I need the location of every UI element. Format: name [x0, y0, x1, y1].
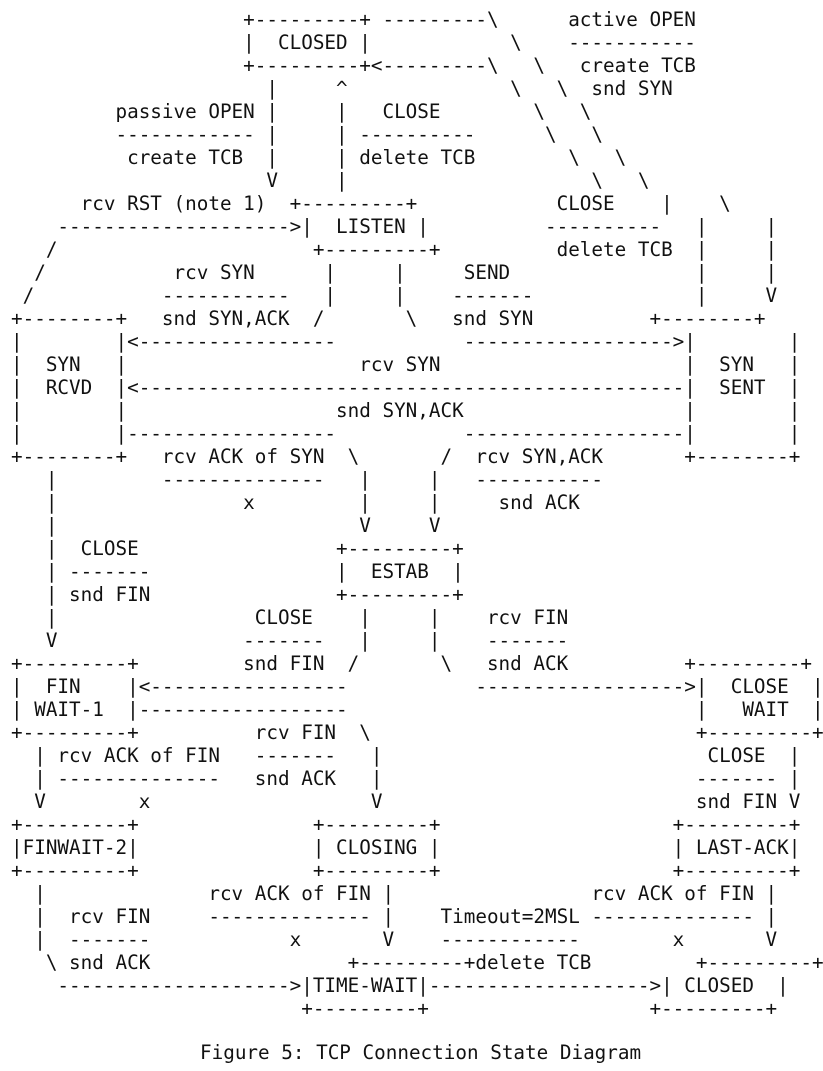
diagram-line: | -------------- snd ACK | ------- |: [11, 767, 801, 790]
diagram-line: +---------+ +---------+ +---------+: [11, 813, 801, 836]
diagram-line: +---------+ rcv FIN \ +---------+: [11, 721, 823, 744]
diagram-line: | snd FIN +---------+: [11, 583, 464, 606]
diagram-line: | rcv FIN -------------- | Timeout=2MSL …: [11, 905, 778, 928]
diagram-line: | CLOSED | \ -----------: [11, 31, 696, 54]
diagram-line: | rcv ACK of FIN ------- | CLOSE |: [11, 744, 801, 767]
diagram-line: +---------+ +---------+ +---------+: [11, 859, 801, 882]
diagram-line: / +---------+ delete TCB | |: [11, 238, 778, 261]
diagram-line: +---------+ +---------+: [11, 997, 778, 1020]
figure-caption: Figure 5: TCP Connection State Diagram: [200, 1041, 642, 1064]
diagram-line: V | \ \: [11, 169, 650, 192]
diagram-line: -------------------->|TIME-WAIT|--------…: [11, 974, 789, 997]
diagram-line: +---------+ ---------\ active OPEN: [11, 8, 696, 31]
diagram-line: | ------- x V ------------ x V: [11, 928, 778, 951]
diagram-line: | V V: [11, 514, 441, 537]
diagram-line: \ snd ACK +---------+delete TCB +-------…: [11, 951, 823, 974]
diagram-line: ------------ | | ---------- \ \: [11, 123, 604, 146]
diagram-line: create TCB | | delete TCB \ \: [11, 146, 627, 169]
diagram-line: |FINWAIT-2| | CLOSING | | LAST-ACK|: [11, 836, 801, 859]
diagram-line: | RCVD |<-------------------------------…: [11, 376, 801, 399]
diagram-line: | |------------------ ------------------…: [11, 422, 801, 445]
diagram-line: | CLOSE | | rcv FIN: [11, 606, 569, 629]
diagram-line: -------------------->| LISTEN | --------…: [11, 215, 778, 238]
diagram-line: | SYN | rcv SYN | SYN |: [11, 353, 801, 376]
diagram-line: | | snd SYN,ACK | |: [11, 399, 801, 422]
diagram-line: V ------- | | -------: [11, 629, 569, 652]
diagram-line: | -------------- | | -----------: [11, 468, 604, 491]
diagram-line: +---------+<---------\ \ create TCB: [11, 54, 696, 77]
diagram-line: | CLOSE +---------+: [11, 537, 464, 560]
diagram-line: | ^ \ \ snd SYN: [11, 77, 673, 100]
diagram-line: V x V snd FIN V: [11, 790, 801, 813]
diagram-line: / ----------- | | ------- | V: [11, 284, 778, 307]
diagram-line: | WAIT-1 |------------------ | WAIT |: [11, 698, 823, 721]
diagram-line: rcv RST (note 1) +---------+ CLOSE | \: [11, 192, 731, 215]
diagram-line: | FIN |<----------------- --------------…: [11, 675, 823, 698]
diagram-line: / rcv SYN | | SEND | |: [11, 261, 778, 284]
diagram-line: +--------+ snd SYN,ACK / \ snd SYN +----…: [11, 307, 766, 330]
diagram-line: | x | | snd ACK: [11, 491, 580, 514]
diagram-line: passive OPEN | | CLOSE \ \: [11, 100, 592, 123]
diagram-line: | ------- | ESTAB |: [11, 560, 464, 583]
diagram-line: | |<----------------- ------------------…: [11, 330, 801, 353]
diagram-line: +---------+ snd FIN / \ snd ACK +-------…: [11, 652, 812, 675]
diagram-line: | rcv ACK of FIN | rcv ACK of FIN |: [11, 882, 778, 905]
diagram-line: +--------+ rcv ACK of SYN \ / rcv SYN,AC…: [11, 445, 801, 468]
